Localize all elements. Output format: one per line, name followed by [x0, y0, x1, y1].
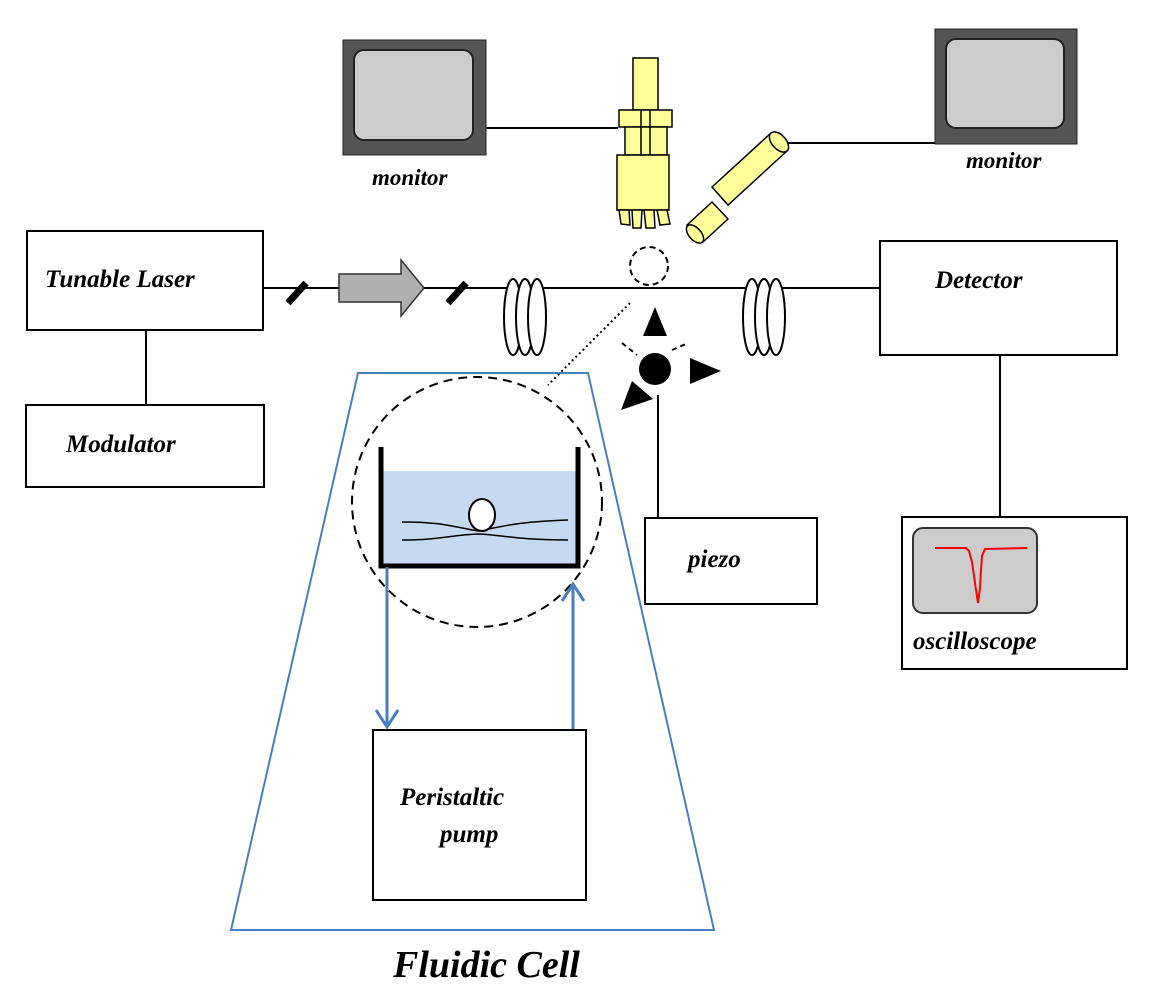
side-camera-icon — [685, 131, 790, 244]
fluidic-cell-outline — [229, 372, 716, 931]
monitor-left-label: monitor — [372, 165, 448, 190]
container-walls — [378, 447, 581, 569]
flow-lines — [374, 567, 586, 730]
fiber-coil-icon — [503, 278, 547, 356]
tunable-laser-label: Tunable Laser — [45, 266, 195, 293]
positioner-arrows-icon — [621, 307, 721, 410]
monitor-icon — [934, 28, 1078, 145]
pump-label-line1: Peristaltic — [399, 784, 504, 811]
peristaltic-pump-box — [372, 729, 587, 901]
oscilloscope-trace — [935, 547, 1028, 604]
zoom-circle — [351, 376, 603, 628]
modulator-box — [25, 404, 265, 488]
outflow-arrowhead — [374, 709, 400, 730]
piezo-box — [644, 517, 818, 605]
oscilloscope-label: oscilloscope — [913, 628, 1037, 655]
fiber-coil-icon — [742, 278, 786, 356]
tunable-laser-box — [26, 230, 264, 331]
piezo-label: piezo — [686, 546, 741, 573]
monitor-icon — [342, 39, 487, 156]
detector-box — [879, 240, 1118, 356]
inflow-arrowhead — [560, 581, 586, 602]
microscope-camera-icon — [616, 57, 673, 229]
fluidic-cell-label: Fluidic Cell — [392, 944, 580, 986]
modulator-label: Modulator — [65, 431, 176, 458]
isolator-arrow-icon — [338, 257, 425, 319]
oscilloscope-screen — [912, 527, 1038, 614]
polarizer-icon — [285, 280, 469, 306]
wires — [145, 127, 1001, 518]
microsphere-icon — [629, 246, 669, 286]
monitor-right-label: monitor — [966, 148, 1042, 173]
pump-label-line2: pump — [438, 821, 498, 848]
microsphere-icon — [468, 498, 496, 532]
detector-label: Detector — [934, 267, 1023, 294]
zoom-dotted-line — [547, 302, 631, 386]
